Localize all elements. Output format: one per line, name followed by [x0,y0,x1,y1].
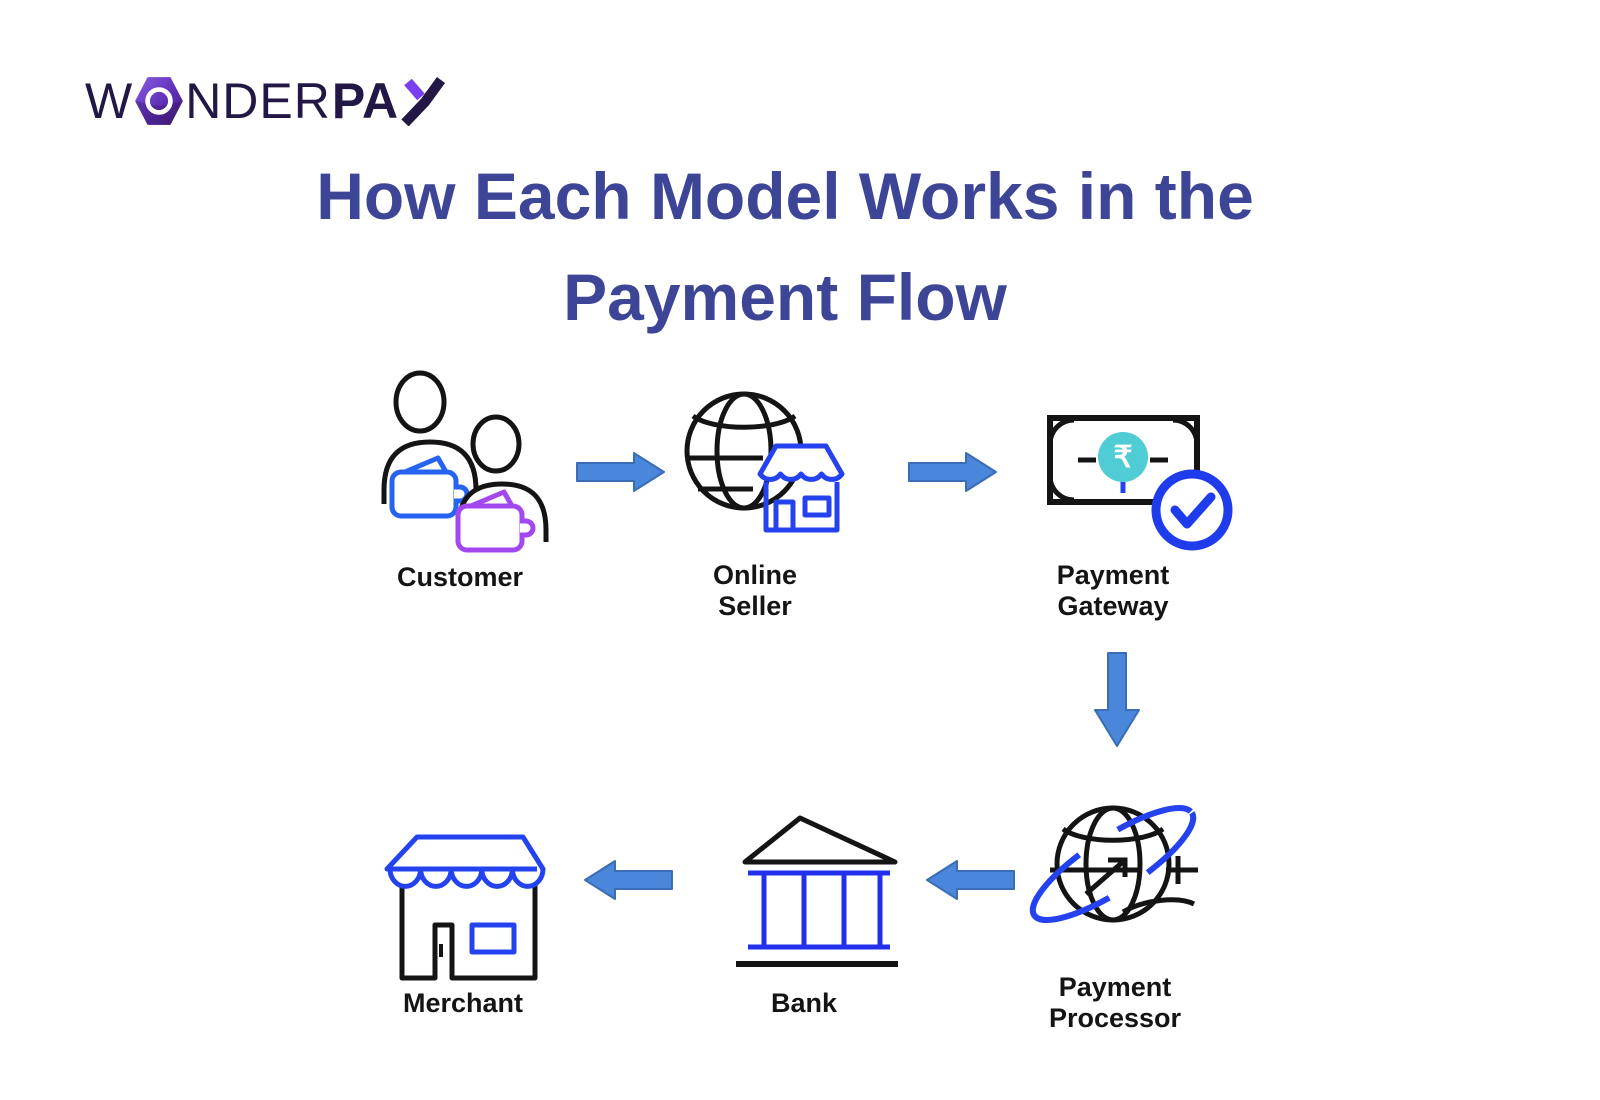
logo-letter-w: W [85,73,134,129]
payment-gateway-label: Payment Gateway [1056,560,1170,621]
title-line-2: Payment Flow [563,260,1007,334]
title-line-1: How Each Model Works in the [316,159,1254,233]
bank-icon [708,795,900,970]
hexagon-o-icon [134,74,184,128]
arrow-processor-to-bank-icon [925,858,1015,902]
payment-processor-icon [1028,772,1203,957]
payment-gateway-icon: ₹ [1030,400,1235,565]
online-seller-icon [668,383,853,535]
page-title: How Each Model Works in the Payment Flow [35,146,1535,348]
logo-letters-nder: NDER [185,73,331,129]
arrow-bank-to-merchant-icon [583,858,673,902]
arrow-gateway-to-processor-icon [1094,652,1140,748]
customer-label: Customer [396,562,524,592]
arrow-seller-to-gateway-icon [908,450,998,494]
logo-stylized-y-icon [400,76,446,126]
customer-icon [370,362,550,554]
payment-processor-label: Payment Processor [1048,972,1182,1033]
wonderpay-logo: W NDER PA [85,74,446,128]
rupee-symbol: ₹ [1113,441,1132,474]
merchant-icon [375,818,553,983]
merchant-label: Merchant [402,988,524,1018]
logo-letters-pa: PA [331,73,399,129]
online-seller-label: Online Seller [712,560,797,621]
bank-label: Bank [770,988,838,1018]
arrow-customer-to-seller-icon [576,450,666,494]
